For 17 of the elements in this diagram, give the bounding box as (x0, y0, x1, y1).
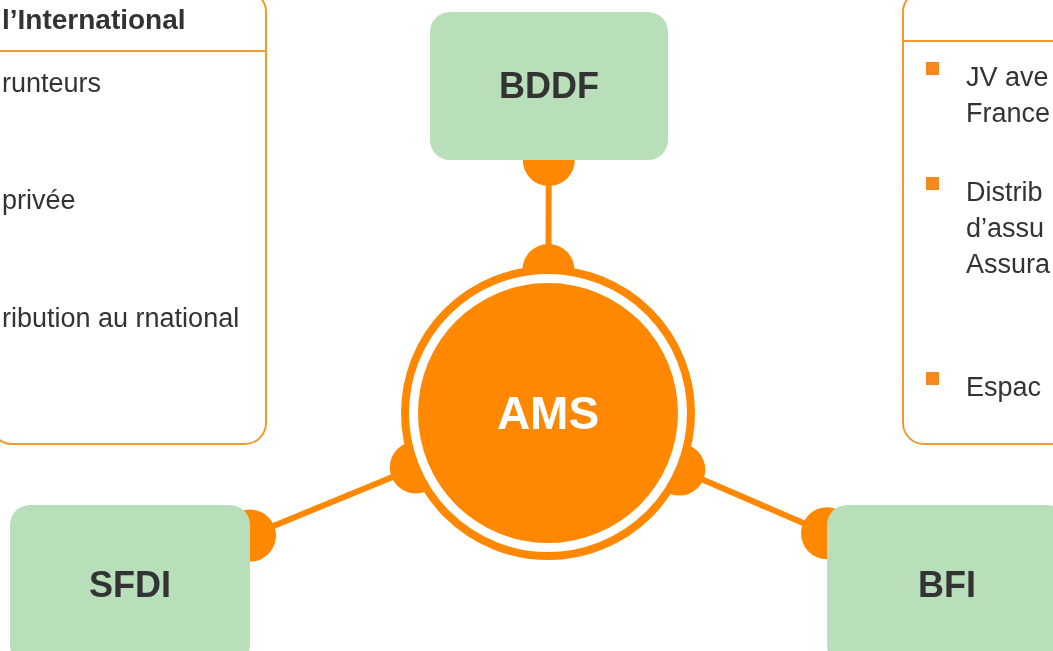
list-item: ribution au rnational (2, 302, 241, 335)
info-panel (902, 0, 1053, 445)
list-item: Distrib d’assu Assura (966, 176, 1052, 281)
division-label: SFDI (89, 564, 171, 606)
list-item: JV ave France (966, 61, 1052, 130)
hub-circle (400, 265, 696, 561)
division-label: BFI (918, 564, 976, 606)
hub-label: AMS (496, 386, 600, 440)
list-item: privée (2, 184, 77, 217)
division-box (430, 12, 668, 160)
list-item: runteurs (2, 67, 103, 100)
list-item: Espac (966, 371, 1043, 404)
panel-heading: l’International (2, 4, 186, 36)
division-label: BDDF (499, 65, 599, 107)
division-box (10, 505, 250, 651)
division-box (827, 505, 1053, 651)
info-panel (0, 0, 267, 445)
